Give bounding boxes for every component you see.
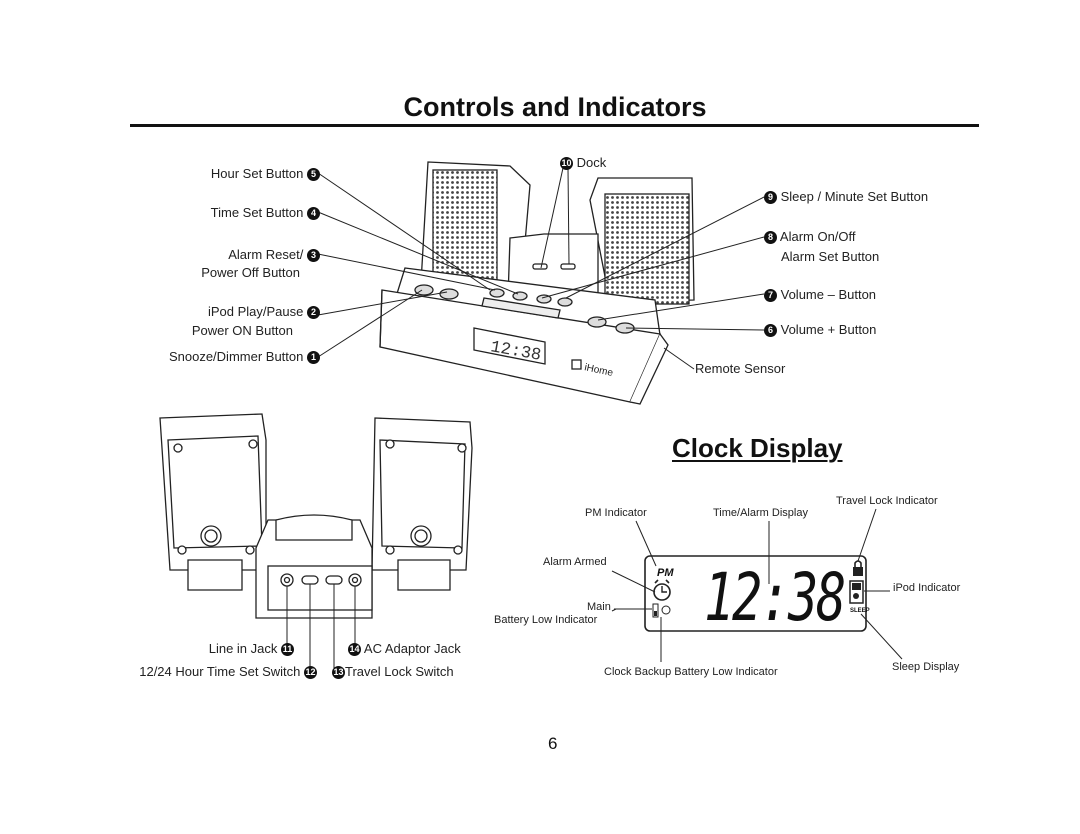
label-volume-plus: 6 Volume + Button xyxy=(764,322,876,338)
button-volume-minus xyxy=(587,316,607,328)
label-ac-adaptor: 14 AC Adaptor Jack xyxy=(348,641,461,657)
page-number: 6 xyxy=(548,734,558,753)
button-snooze xyxy=(414,284,434,296)
label-line-in: Line in Jack 11 xyxy=(208,641,294,657)
main-battery-icon xyxy=(652,603,659,618)
label-main-battery: Main xyxy=(587,601,611,613)
label-alarm-set: Alarm Set Button xyxy=(781,249,880,264)
label-power-off: Power Off Button xyxy=(201,265,300,280)
right-speaker-grille xyxy=(604,193,690,305)
dock-slot-right xyxy=(560,263,576,270)
label-alarm-on-off: 8 Alarm On/Off xyxy=(764,229,856,245)
label-ipod-play: iPod Play/Pause 2 xyxy=(208,304,320,320)
label-time-set: Time Set Button 4 xyxy=(211,205,320,221)
label-ipod-indicator: iPod Indicator xyxy=(893,582,961,594)
sleep-indicator-text: SLEEP xyxy=(850,608,870,614)
front-device-illustration xyxy=(379,161,695,405)
travel-lock-icon xyxy=(853,567,863,576)
label-pm-indicator: PM Indicator xyxy=(585,507,647,519)
dock-slot-front xyxy=(481,297,561,319)
button-minute-set xyxy=(557,297,573,307)
button-alarm-reset xyxy=(489,288,505,298)
front-leader-lines xyxy=(317,167,765,370)
button-time-set xyxy=(512,291,528,301)
label-sleep-minute: 9 Sleep / Minute Set Button xyxy=(764,189,928,205)
label-dock: 10 Dock xyxy=(560,155,607,171)
clock-display-title: Clock Display xyxy=(672,433,843,463)
label-volume-minus: 7 Volume – Button xyxy=(764,287,876,303)
label-remote-sensor: Remote Sensor xyxy=(695,361,786,376)
title-rule xyxy=(130,124,979,127)
label-alarm-reset: Alarm Reset/ 3 xyxy=(228,247,320,263)
label-power-on: Power ON Button xyxy=(191,323,293,338)
button-play xyxy=(439,288,459,300)
back-panel xyxy=(267,565,373,611)
device-lcd xyxy=(473,327,546,365)
label-sleep-display: Sleep Display xyxy=(892,661,960,673)
left-speaker-grille xyxy=(432,169,498,289)
travel-lock-switch xyxy=(325,575,343,585)
label-hour-switch: 12/24 Hour Time Set Switch 12 xyxy=(139,664,317,680)
dock-slot-left xyxy=(532,263,548,270)
backup-battery-icon xyxy=(661,605,671,615)
pm-indicator-text: PM xyxy=(657,567,674,579)
label-snooze: Snooze/Dimmer Button 1 xyxy=(169,349,320,365)
lcd-panel xyxy=(644,555,867,632)
label-time-alarm-display: Time/Alarm Display xyxy=(713,507,808,519)
label-alarm-armed: Alarm Armed xyxy=(543,556,607,568)
back-device-illustration xyxy=(159,413,473,619)
lcd-time-text: 12:38 xyxy=(704,559,844,636)
hour-switch xyxy=(301,575,319,585)
label-battery-low: Battery Low Indicator xyxy=(494,614,598,626)
label-clock-backup: Clock Backup Battery Low Indicator xyxy=(604,666,778,678)
label-hour-set: Hour Set Button 5 xyxy=(211,166,320,182)
lcd-leader-lines xyxy=(611,508,903,662)
page-title: Controls and Indicators xyxy=(403,92,707,122)
label-travel-lock-indicator: Travel Lock Indicator xyxy=(836,495,938,507)
brand-badge xyxy=(571,359,582,370)
back-leader-lines xyxy=(286,584,356,668)
